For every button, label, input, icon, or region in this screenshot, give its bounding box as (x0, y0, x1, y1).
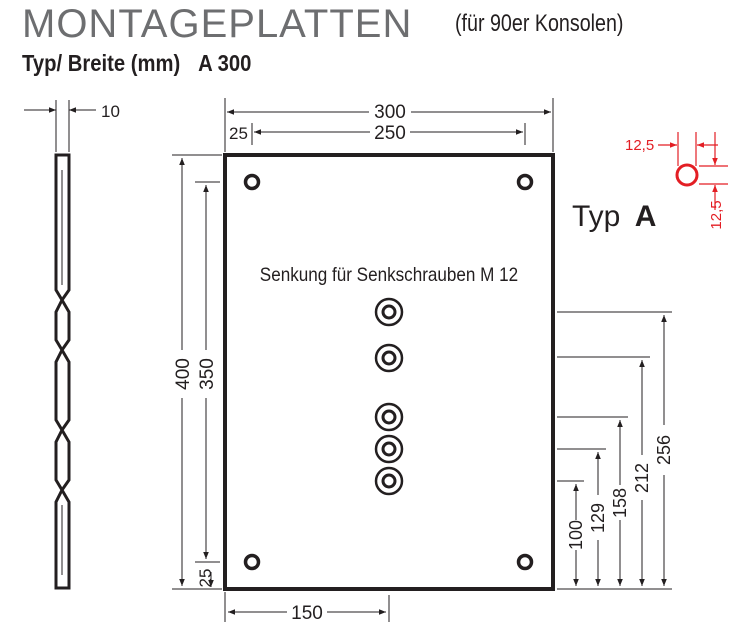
top-dimensions (224, 98, 554, 152)
corner-holes (243, 173, 534, 571)
dim-h212: 212 (632, 463, 652, 493)
dim-hole-span-vertical: 350 (197, 358, 218, 390)
dim-width: 300 (374, 102, 406, 123)
countersunk-hole (374, 297, 404, 327)
hole-dim-y: 12,5 (708, 200, 725, 229)
dim-h129: 129 (588, 503, 608, 533)
plate-outline (223, 153, 555, 591)
corner-hole-bottom-left (243, 553, 261, 571)
corner-hole-top-left (243, 173, 261, 191)
typ-label-word: Typ (572, 200, 620, 233)
countersink-label: Senkung für Senkschrauben M 12 (260, 264, 518, 285)
hole-detail (658, 132, 728, 210)
right-dimensions (557, 311, 672, 590)
type-width-value: A 300 (198, 50, 252, 76)
dim-height: 400 (173, 358, 194, 390)
corner-hole-bottom-right (516, 553, 534, 571)
dim-edge-top-left: 25 (229, 124, 248, 143)
type-width-line: Typ/ Breite (mm) A 300 (22, 50, 251, 77)
type-width-label: Typ/ Breite (mm) (22, 50, 181, 76)
dim-edge-bottom: 25 (196, 569, 215, 588)
typ-label: Typ A (572, 200, 656, 233)
page-subtitle: (für 90er Konsolen) (455, 10, 624, 37)
countersunk-hole (374, 343, 404, 373)
dim-thickness: 10 (101, 102, 120, 121)
dim-hole-span-horizontal: 250 (374, 123, 406, 144)
corner-hole-top-right (516, 173, 534, 191)
page-title: MONTAGEPLATTEN (22, 2, 413, 46)
left-dimensions (172, 154, 222, 590)
bottom-dimensions (224, 592, 390, 622)
typ-label-letter: A (635, 200, 657, 233)
dim-h100: 100 (566, 520, 586, 550)
hole-dim-x: 12,5 (625, 137, 654, 154)
countersunk-holes (374, 297, 404, 496)
hole-detail-circle (675, 163, 699, 187)
dim-h256: 256 (654, 435, 674, 465)
dim-h158: 158 (610, 488, 630, 518)
countersunk-hole (374, 466, 404, 496)
side-profile-view (24, 100, 96, 590)
dim-bottom-offset: 150 (291, 603, 323, 624)
countersunk-hole (374, 402, 404, 432)
countersunk-hole (374, 434, 404, 464)
